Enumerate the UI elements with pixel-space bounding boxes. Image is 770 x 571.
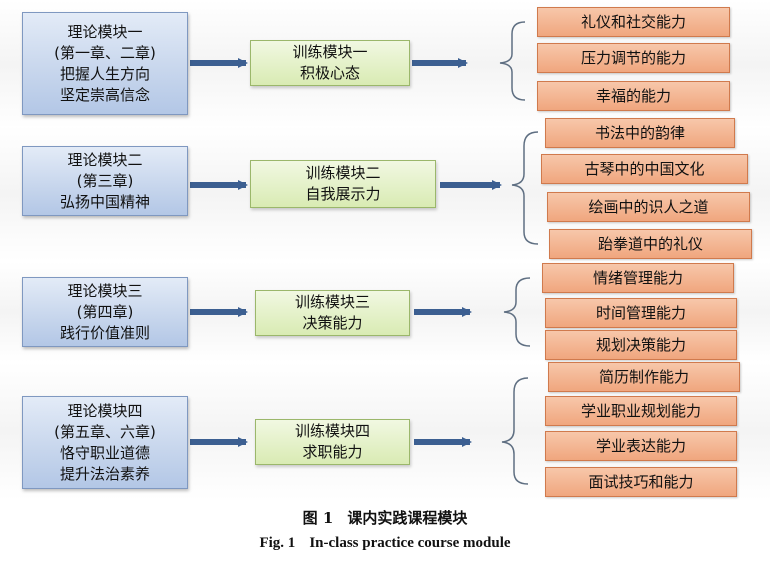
skill-box: 学业表达能力 [545, 431, 737, 461]
theory-module-2-chapters: (第三章) [76, 171, 134, 190]
skill-label: 学业表达能力 [595, 436, 686, 455]
training-module-4: 训练模块四 求职能力 [255, 419, 410, 465]
skill-label: 学业职业规划能力 [580, 401, 701, 420]
skill-label: 压力调节的能力 [580, 48, 686, 67]
theory-module-2-topic-a: 弘扬中国精神 [59, 192, 150, 211]
skill-box: 简历制作能力 [548, 362, 740, 392]
skill-label: 时间管理能力 [595, 303, 686, 322]
theory-module-1-title: 理论模块一 [67, 22, 143, 41]
training-module-4-focus: 求职能力 [302, 443, 363, 461]
skill-label: 面试技巧和能力 [588, 472, 694, 491]
skill-box: 礼仪和社交能力 [537, 7, 730, 37]
figure-caption-chinese: 图 1 课内实践课程模块 [0, 507, 770, 528]
skill-box: 书法中的韵律 [545, 118, 735, 148]
theory-module-3-chapters: (第四章) [76, 302, 134, 321]
bracket-skills-3 [503, 277, 531, 347]
training-module-1-title: 训练模块一 [292, 43, 368, 61]
theory-module-2-title: 理论模块二 [67, 150, 143, 169]
bracket-skills-1 [499, 21, 526, 101]
training-module-1: 训练模块一 积极心态 [250, 40, 410, 86]
theory-module-3-topic-a: 践行价值准则 [59, 323, 150, 342]
figure-caption-english: Fig. 1 In-class practice course module [0, 535, 770, 552]
theory-module-4-topic-a: 恪守职业道德 [59, 443, 150, 462]
theory-module-1: 理论模块一 (第一章、二章) 把握人生方向 坚定崇高信念 [22, 12, 188, 115]
skill-box: 绘画中的识人之道 [547, 192, 750, 222]
figure-caption-cn-label: 图 1 [302, 509, 334, 527]
theory-module-3-title: 理论模块三 [67, 281, 143, 300]
theory-module-4-title: 理论模块四 [67, 401, 143, 420]
skill-label: 绘画中的识人之道 [588, 197, 709, 216]
theory-module-4: 理论模块四 (第五章、六章) 恪守职业道德 提升法治素养 [22, 396, 188, 489]
skill-box: 幸福的能力 [537, 81, 730, 111]
training-module-4-title: 训练模块四 [294, 422, 370, 440]
bracket-skills-4 [501, 377, 529, 485]
skill-label: 简历制作能力 [598, 367, 689, 386]
skill-label: 幸福的能力 [595, 86, 671, 105]
skill-label: 书法中的韵律 [594, 123, 685, 142]
skill-label: 古琴中的中国文化 [584, 159, 705, 178]
training-module-2-title: 训练模块二 [305, 164, 381, 182]
training-module-3-title: 训练模块三 [294, 293, 370, 311]
figure-caption-en-text: In-class practice course module [309, 535, 511, 551]
figure-caption-cn-text: 课内实践课程模块 [347, 509, 468, 527]
skill-box: 时间管理能力 [545, 298, 737, 328]
skill-label: 跆拳道中的礼仪 [597, 234, 703, 253]
skill-box: 古琴中的中国文化 [541, 154, 748, 184]
skill-label: 情绪管理能力 [592, 268, 683, 287]
theory-module-1-topic-b: 坚定崇高信念 [59, 85, 150, 104]
skill-box: 学业职业规划能力 [545, 396, 737, 426]
skill-box: 面试技巧和能力 [545, 467, 737, 497]
skill-label: 规划决策能力 [595, 335, 686, 354]
figure-caption-en-label: Fig. 1 [259, 535, 296, 551]
skill-box: 规划决策能力 [545, 330, 737, 360]
theory-module-3: 理论模块三 (第四章) 践行价值准则 [22, 277, 188, 347]
theory-module-4-topic-b: 提升法治素养 [59, 464, 150, 483]
skill-box: 跆拳道中的礼仪 [549, 229, 752, 259]
skill-box: 压力调节的能力 [537, 43, 730, 73]
training-module-2: 训练模块二 自我展示力 [250, 160, 436, 208]
training-module-3: 训练模块三 决策能力 [255, 290, 410, 336]
skill-label: 礼仪和社交能力 [580, 12, 686, 31]
training-module-2-focus: 自我展示力 [305, 185, 381, 203]
theory-module-1-topic-a: 把握人生方向 [59, 64, 150, 83]
skill-box: 情绪管理能力 [542, 263, 734, 293]
training-module-1-focus: 积极心态 [299, 64, 360, 82]
theory-module-2: 理论模块二 (第三章) 弘扬中国精神 [22, 146, 188, 216]
theory-module-1-chapters: (第一章、二章) [54, 43, 156, 62]
training-module-3-focus: 决策能力 [302, 314, 363, 332]
theory-module-4-chapters: (第五章、六章) [54, 422, 156, 441]
bracket-skills-2 [511, 131, 539, 245]
